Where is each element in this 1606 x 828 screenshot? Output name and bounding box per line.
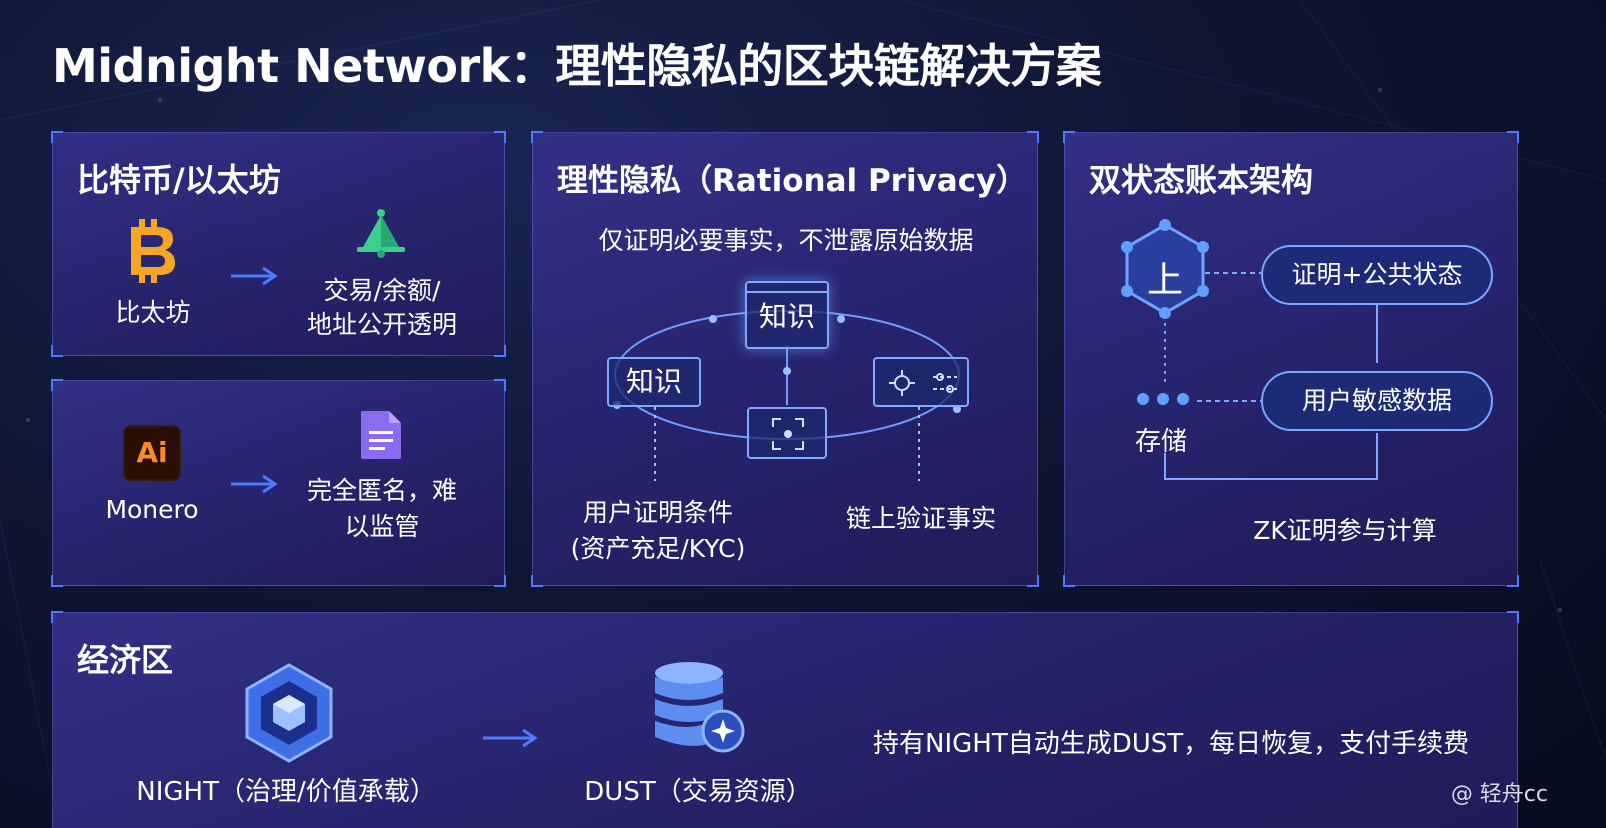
scan-box-center (747, 407, 827, 459)
dual-state-title: 双状态账本架构 (1089, 161, 1314, 199)
sliders-icon (933, 373, 957, 393)
ai-icon: Ai (123, 425, 181, 481)
arrow-right-icon (483, 728, 538, 748)
user-sensitive-data-pill: 用户敏感数据 (1261, 371, 1493, 431)
knowledge-box-top: 知识 (745, 281, 829, 349)
rational-privacy-title: 理性隐私（Rational Privacy） (557, 163, 1028, 199)
night-token-icon (245, 663, 333, 763)
btc-right-label-line2: 地址公开透明 (306, 310, 457, 339)
ai-icon-text: Ai (136, 436, 168, 469)
arrow-right-icon (231, 474, 278, 494)
rational-privacy-subtitle: 仅证明必要事实，不泄露原始数据 (598, 226, 974, 255)
monero-right-label-line1: 完全匿名，难 (306, 476, 457, 505)
settings-box-right (873, 357, 969, 407)
panel-btc-eth-title: 比特币/以太坊 (77, 161, 281, 199)
panel-rational-privacy: 理性隐私（Rational Privacy） 仅证明必要事实，不泄露原始数据 知… (531, 131, 1039, 587)
panel-btc-eth: 比特币/以太坊 比太坊 交易/余额/ 地址公开透明 (51, 131, 506, 357)
dual-state-connectors (1121, 219, 1378, 480)
btc-right-label-line1: 交易/余额/ (323, 276, 441, 305)
dust-label: DUST（交易资源） (584, 777, 812, 807)
economy-description: 持有NIGHT自动生成DUST，每日恢复，支付手续费 (873, 729, 1470, 759)
onchain-verify-label: 链上验证事实 (845, 504, 996, 533)
proof-public-state-label: 证明+公共状态 (1291, 260, 1463, 289)
document-icon (361, 411, 401, 459)
knowledge-box-left: 知识 (607, 357, 701, 407)
zk-compute-label: ZK证明参与计算 (1253, 516, 1437, 545)
user-sensitive-data-label: 用户敏感数据 (1301, 386, 1452, 415)
panel-economy: 经济区 NIGHT（治理/价值承载） DUST（交易资源） 持有NIGHT自动生… (51, 611, 1519, 828)
knowledge-box-top-label: 知识 (758, 300, 815, 333)
monero-right-label-line2: 以监管 (344, 512, 420, 541)
economy-title: 经济区 (77, 641, 174, 679)
page-title: Midnight Network：理性隐私的区块链解决方案 (52, 39, 1102, 93)
proof-public-state-pill: 证明+公共状态 (1261, 245, 1493, 305)
hex-node-label: 上 (1146, 260, 1183, 301)
ethereum-bell-icon (357, 209, 405, 258)
knowledge-box-left-label: 知识 (625, 365, 682, 398)
scan-focus-icon (772, 418, 804, 450)
panel-monero: Ai Monero 完全匿名，难 以监管 (51, 379, 506, 587)
user-proof-label-line2: (资产充足/KYC) (570, 534, 746, 563)
dust-database-icon (655, 662, 745, 753)
bitcoin-icon (131, 219, 175, 283)
btc-left-label: 比太坊 (115, 298, 191, 327)
user-proof-label-line1: 用户证明条件 (582, 498, 733, 527)
watermark: @ 轻舟cc (1450, 782, 1548, 807)
panel-dual-state: 双状态账本架构 上 证明+公共状态 用户敏感数据 存储 ZK证明参与计算 (1063, 131, 1519, 587)
storage-label: 存储 (1135, 427, 1188, 457)
arrow-right-icon (231, 266, 278, 286)
gear-icon (889, 370, 915, 396)
monero-left-label: Monero (105, 495, 199, 524)
night-label: NIGHT（治理/价值承载） (136, 777, 436, 807)
